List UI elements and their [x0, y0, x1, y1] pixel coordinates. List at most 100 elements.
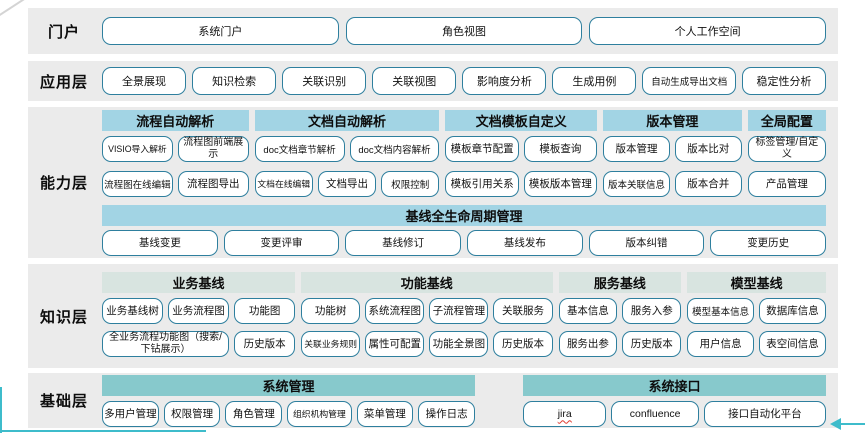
baseline-lifecycle-section: 基线全生命周期管理 基线变更 变更评审 基线修订 基线发布 版本纠错 变更历史 — [102, 204, 827, 256]
module-box: 变更历史 — [710, 229, 827, 256]
module-box: 关联服务 — [493, 297, 553, 324]
left-arrow-icon — [830, 418, 865, 430]
knowledge-group-function-baseline: 功能基线 功能树 系统流程图 子流程管理 关联服务 关联业务规则 属性可配置 功… — [301, 271, 553, 361]
application-row: 全景展现 知识检索 关联识别 关联视图 影响度分析 生成用例 自动生成导出文档 … — [100, 61, 838, 101]
module-box: 版本管理 — [603, 135, 670, 162]
group-header: 系统管理 — [102, 374, 475, 396]
module-box: 角色管理 — [225, 400, 283, 427]
module-box: 模板章节配置 — [445, 135, 519, 162]
module-box: 属性可配置 — [365, 330, 425, 357]
layer-band-application: 应用层 全景展现 知识检索 关联识别 关联视图 影响度分析 生成用例 自动生成导… — [28, 61, 838, 101]
module-box: 业务基线树 — [102, 297, 164, 324]
module-box-interface-automation: 接口自动化平台 — [703, 400, 827, 427]
module-box: 文档导出 — [317, 170, 377, 197]
knowledge-content: 业务基线 业务基线树 业务流程图 功能图 全业务流程功能图（搜索/下钻展示） 历… — [100, 264, 838, 368]
module-box: 基线发布 — [467, 229, 583, 256]
group-header: 文档模板自定义 — [445, 109, 598, 131]
module-box: VISIO导入解析 — [102, 135, 173, 162]
module-box: 功能树 — [301, 297, 361, 324]
module-box: 权限控制 — [381, 170, 440, 197]
module-box-jira: jira — [523, 400, 607, 427]
layer-band-foundation: 基础层 系统管理 多用户管理 权限管理 角色管理 组织机构管理 菜单管理 操作日… — [28, 373, 838, 428]
group-header: 流程自动解析 — [102, 109, 249, 131]
foundation-group-system-interface: 系统接口 jira confluence 接口自动化平台 — [523, 374, 827, 427]
module-box: 基线修订 — [345, 229, 462, 256]
module-box: 版本合并 — [674, 170, 742, 197]
module-box: 模型基本信息 — [687, 297, 755, 324]
module-box: 历史版本 — [622, 330, 682, 357]
module-box: 标签管理/自定义 — [747, 135, 826, 162]
layer-label-knowledge: 知识层 — [39, 308, 88, 326]
module-box: 模板版本管理 — [523, 170, 598, 197]
group-header: 服务基线 — [558, 271, 682, 293]
module-box: 流程图在线编辑 — [102, 170, 173, 197]
module-box: 文档在线编辑 — [254, 170, 313, 197]
module-box: 系统流程图 — [365, 297, 425, 324]
module-box: 服务入参 — [622, 297, 682, 324]
group-header-baseline-lifecycle: 基线全生命周期管理 — [102, 204, 826, 226]
module-box: 服务出参 — [558, 330, 618, 357]
module-box-personal-workspace: 个人工作空间 — [589, 17, 827, 45]
module-box: 菜单管理 — [356, 400, 414, 427]
module-box: doc文档内容解析 — [349, 135, 440, 162]
knowledge-group-business-baseline: 业务基线 业务基线树 业务流程图 功能图 全业务流程功能图（搜索/下钻展示） 历… — [102, 271, 296, 361]
layer-band-knowledge: 知识层 业务基线 业务基线树 业务流程图 功能图 全业务流程功能图（搜索/下钻展… — [28, 264, 838, 368]
knowledge-group-service-baseline: 服务基线 基本信息 服务入参 服务出参 历史版本 — [558, 271, 682, 361]
module-box: 权限管理 — [163, 400, 221, 427]
module-box: 业务流程图 — [168, 297, 230, 324]
module-box: 知识检索 — [192, 67, 277, 95]
knowledge-group-model-baseline: 模型基线 模型基本信息 数据库信息 用户信息 表空间信息 — [687, 271, 826, 361]
module-box: 产品管理 — [747, 170, 826, 197]
group-header: 全局配置 — [747, 109, 826, 131]
module-box: 操作日志 — [418, 400, 476, 427]
module-box: 全景展现 — [102, 67, 187, 95]
module-box-system-portal: 系统门户 — [102, 17, 339, 45]
module-box-confluence: confluence — [611, 400, 699, 427]
knowledge-groups: 业务基线 业务基线树 业务流程图 功能图 全业务流程功能图（搜索/下钻展示） 历… — [102, 271, 826, 361]
module-box: 全业务流程功能图（搜索/下钻展示） — [102, 330, 230, 357]
module-box: 版本纠错 — [588, 229, 705, 256]
module-box-role-view: 角色视图 — [345, 17, 583, 45]
foundation-content: 系统管理 多用户管理 权限管理 角色管理 组织机构管理 菜单管理 操作日志 系统… — [100, 373, 838, 428]
module-box: 用户信息 — [687, 330, 755, 357]
foundation-group-system-mgmt: 系统管理 多用户管理 权限管理 角色管理 组织机构管理 菜单管理 操作日志 — [102, 374, 476, 427]
module-box: 关联视图 — [372, 67, 457, 95]
bottom-connector-line — [0, 430, 206, 432]
group-header: 文档自动解析 — [254, 109, 440, 131]
module-box: 生成用例 — [552, 67, 637, 95]
capability-groups: 流程自动解析 VISIO导入解析 流程图前端展示 流程图在线编辑 流程图导出 文… — [102, 109, 826, 197]
module-box: 关联业务规则 — [301, 330, 361, 357]
group-header: 业务基线 — [102, 271, 296, 293]
module-box: 流程图前端展示 — [177, 135, 249, 162]
module-box: 多用户管理 — [102, 400, 159, 427]
foundation-groups: 系统管理 多用户管理 权限管理 角色管理 组织机构管理 菜单管理 操作日志 系统… — [102, 374, 827, 427]
capability-group-process-parse: 流程自动解析 VISIO导入解析 流程图前端展示 流程图在线编辑 流程图导出 — [102, 109, 249, 197]
layer-label-foundation: 基础层 — [39, 393, 88, 410]
group-header: 功能基线 — [301, 271, 553, 293]
group-header: 系统接口 — [523, 374, 826, 396]
group-header: 版本管理 — [603, 109, 742, 131]
capability-group-version-mgmt: 版本管理 版本管理 版本比对 版本关联信息 版本合并 — [603, 109, 742, 197]
portal-row: 系统门户 角色视图 个人工作空间 — [100, 8, 838, 54]
layer-band-portal: 门户 系统门户 角色视图 个人工作空间 — [28, 8, 838, 54]
corner-decorative-line — [0, 0, 29, 19]
module-box: 影响度分析 — [462, 67, 547, 95]
left-edge-connector-line — [0, 387, 2, 433]
module-box: 模板查询 — [523, 135, 598, 162]
layer-band-capability: 能力层 流程自动解析 VISIO导入解析 流程图前端展示 流程图在线编辑 流程图… — [28, 107, 838, 258]
layer-label-portal: 门户 — [47, 23, 80, 41]
jira-label: jira — [557, 407, 572, 420]
module-box: doc文档章节解析 — [254, 135, 345, 162]
module-box: 自动生成导出文档 — [642, 67, 736, 95]
module-box: 功能全景图 — [429, 330, 489, 357]
module-box: 子流程管理 — [429, 297, 489, 324]
capability-group-doc-template: 文档模板自定义 模板章节配置 模板查询 模板引用关系 模板版本管理 — [445, 109, 598, 197]
module-box: 基线变更 — [102, 229, 218, 256]
module-box: 基本信息 — [558, 297, 618, 324]
capability-group-global-config: 全局配置 标签管理/自定义 产品管理 — [747, 109, 826, 197]
module-box: 表空间信息 — [759, 330, 826, 357]
module-box: 变更评审 — [223, 229, 340, 256]
module-box: 版本关联信息 — [603, 170, 670, 197]
group-gap — [481, 375, 517, 427]
module-box: 历史版本 — [234, 330, 296, 357]
